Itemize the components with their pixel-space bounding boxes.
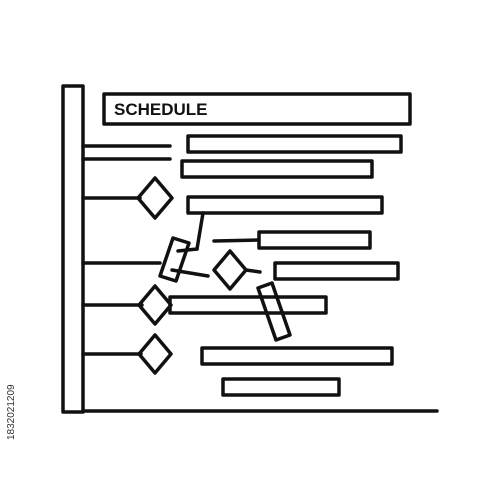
- dependency-connector: [244, 268, 262, 274]
- milestone-diamond: [136, 176, 174, 220]
- title-box: [102, 92, 412, 126]
- milestone-diamond: [137, 284, 173, 326]
- schedule-title: SCHEDULE: [114, 100, 208, 119]
- milestone-diamond: [212, 249, 248, 291]
- dependency-connector: [195, 211, 205, 251]
- gantt-bar: [200, 346, 394, 366]
- gantt-bar: [273, 261, 400, 281]
- gantt-bar: [221, 377, 341, 397]
- vertical-axis-post: [61, 84, 85, 414]
- gantt-bar: [186, 134, 403, 154]
- gantt-bar: [180, 159, 374, 179]
- gantt-bar: [186, 195, 384, 215]
- watermark-id: 1832021209: [6, 384, 17, 440]
- dependency-connector: [212, 238, 261, 243]
- dependency-bar: [158, 236, 191, 283]
- milestone-diamond: [137, 333, 173, 375]
- gantt-bar: [257, 230, 372, 250]
- dependency-bar: [256, 281, 292, 342]
- gantt-bar: [168, 295, 328, 315]
